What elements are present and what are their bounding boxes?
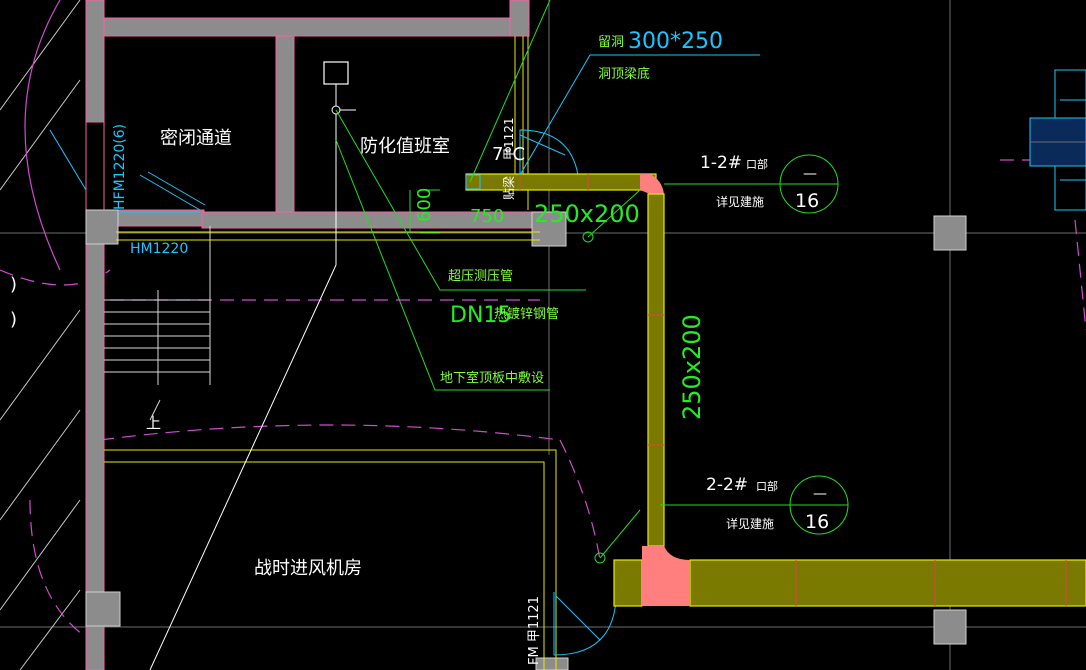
door-recess bbox=[85, 121, 105, 211]
duct-bottom bbox=[689, 559, 1086, 607]
door-fm-vertical: FM 甲1121 bbox=[527, 596, 542, 665]
temp-mark: 7°C bbox=[492, 144, 525, 165]
note-floor-embed: 地下室顶板中敷设 bbox=[440, 370, 544, 386]
section1-suffix: 口部 bbox=[746, 157, 768, 171]
section1-circle-bottom: 16 bbox=[795, 190, 819, 212]
duct-top-elbow bbox=[640, 174, 664, 194]
duct-bottom-elbow bbox=[642, 546, 690, 606]
section2-suffix: 口部 bbox=[756, 479, 778, 493]
note-over-pressure: 超压测压管 bbox=[448, 269, 513, 284]
duct-bottom-joints bbox=[795, 560, 1067, 606]
stair-up-mark: 上 bbox=[146, 414, 161, 432]
section1-circle-top: — bbox=[803, 166, 817, 182]
paren-mark-1: ) bbox=[10, 274, 17, 295]
duct-vertical bbox=[647, 193, 665, 547]
paren-mark-2: ) bbox=[10, 309, 17, 330]
stairs bbox=[104, 226, 211, 421]
dim-600: 600 bbox=[414, 188, 435, 222]
note-hole-label: 留洞 bbox=[598, 35, 624, 50]
room-duty-room: 防化值班室 bbox=[360, 136, 450, 157]
note-beam-bottom: 洞顶梁底 bbox=[598, 66, 650, 82]
pipe-lines bbox=[149, 84, 356, 670]
door-hfm-vertical: HFM1220(6) bbox=[112, 124, 128, 210]
section2-title: 2-2# bbox=[706, 475, 748, 495]
duct-bottom-stub bbox=[613, 559, 643, 607]
duct-size-vertical: 250x200 bbox=[678, 314, 706, 420]
room-fan-room: 战时进风机房 bbox=[254, 558, 362, 579]
room-airtight-passage: 密闭通道 bbox=[160, 128, 232, 149]
arc-left bbox=[24, 0, 61, 271]
dim-750: 750 bbox=[470, 206, 504, 227]
duct-vertical-joints bbox=[648, 314, 664, 446]
dim-dn15: DN15 bbox=[450, 303, 511, 328]
section2-subtitle: 详见建施 bbox=[726, 516, 774, 531]
door-hm: HM1220 bbox=[130, 241, 188, 257]
cyan-leaders bbox=[519, 54, 760, 176]
duct-top bbox=[465, 173, 657, 191]
note-hole-size: 300*250 bbox=[628, 29, 723, 54]
walls bbox=[85, 0, 535, 670]
section2-circle-bottom: 16 bbox=[805, 511, 829, 533]
green-leaders bbox=[335, 0, 849, 564]
door-swings bbox=[49, 129, 617, 656]
section2-circle-top: — bbox=[813, 486, 827, 502]
duct-top-inlet bbox=[465, 174, 481, 190]
duct-top-joints bbox=[519, 174, 589, 190]
hatch-lines bbox=[0, 0, 81, 670]
section1-title: 1-2# bbox=[700, 153, 742, 173]
door-misc-vertical: 甲1121 bbox=[502, 117, 516, 160]
section1-subtitle: 详见建施 bbox=[716, 194, 764, 209]
gauge-box bbox=[323, 61, 349, 85]
duct-size-horizontal: 250x200 bbox=[534, 200, 640, 228]
note-vertical: 贴梁 bbox=[501, 176, 516, 200]
right-equipment bbox=[1029, 69, 1086, 211]
note-galvanized: 热镀锌钢管 bbox=[494, 306, 559, 322]
